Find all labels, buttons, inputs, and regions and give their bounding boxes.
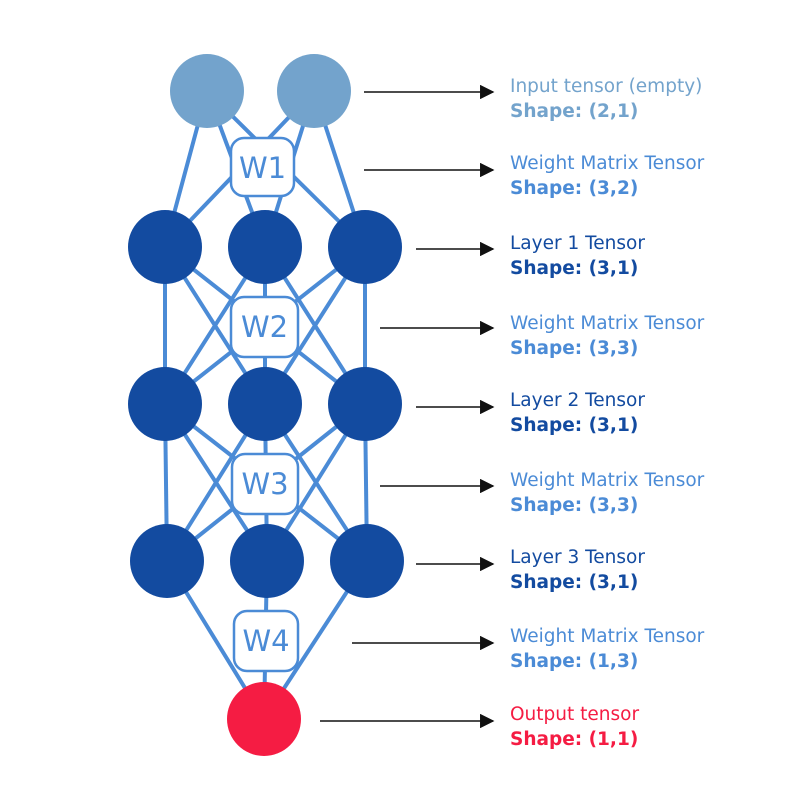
- layer1-node-1: [128, 210, 202, 284]
- layer1-node-3: [328, 210, 402, 284]
- weight-label-w1: W1: [239, 151, 286, 185]
- weight-matrix-boxes: W1 W2 W3 W4: [229, 136, 300, 673]
- neuron-nodes: [128, 54, 404, 756]
- label-w2-shape: Shape: (3,3): [510, 338, 638, 359]
- label-w3: Weight Matrix Tensor Shape: (3,3): [510, 470, 705, 516]
- label-w4-shape: Shape: (1,3): [510, 651, 638, 672]
- layer2-node-3: [328, 367, 402, 441]
- label-layer3-name: Layer 3 Tensor: [510, 547, 645, 568]
- label-input: Input tensor (empty) Shape: (2,1): [510, 76, 702, 122]
- weight-box-w4: W4: [232, 609, 300, 673]
- weight-box-w1: W1: [229, 136, 296, 198]
- label-w1-shape: Shape: (3,2): [510, 178, 638, 199]
- tensor-labels: Input tensor (empty) Shape: (2,1) Weight…: [510, 76, 705, 750]
- weight-box-w3: W3: [230, 452, 300, 516]
- layer1-node-2: [228, 210, 302, 284]
- layer3-node-1: [130, 524, 204, 598]
- layer3-node-3: [330, 524, 404, 598]
- weight-label-w2: W2: [241, 310, 288, 344]
- label-w4: Weight Matrix Tensor Shape: (1,3): [510, 626, 705, 672]
- label-output: Output tensor Shape: (1,1): [510, 704, 639, 750]
- label-w1-name: Weight Matrix Tensor: [510, 153, 705, 174]
- input-node-1: [170, 54, 244, 128]
- label-layer2-name: Layer 2 Tensor: [510, 390, 645, 411]
- label-layer1-shape: Shape: (3,1): [510, 258, 638, 279]
- output-node: [227, 682, 301, 756]
- weight-label-w4: W4: [242, 624, 289, 658]
- label-layer3: Layer 3 Tensor Shape: (3,1): [510, 547, 645, 593]
- label-layer1-name: Layer 1 Tensor: [510, 233, 645, 254]
- weight-label-w3: W3: [241, 467, 288, 501]
- label-layer3-shape: Shape: (3,1): [510, 572, 638, 593]
- layer3-node-2: [230, 524, 304, 598]
- label-w1: Weight Matrix Tensor Shape: (3,2): [510, 153, 705, 199]
- label-layer1: Layer 1 Tensor Shape: (3,1): [510, 233, 645, 279]
- label-output-shape: Shape: (1,1): [510, 729, 638, 750]
- layer2-node-1: [128, 367, 202, 441]
- label-w3-name: Weight Matrix Tensor: [510, 470, 705, 491]
- label-output-name: Output tensor: [510, 704, 639, 725]
- input-node-2: [277, 54, 351, 128]
- label-w2: Weight Matrix Tensor Shape: (3,3): [510, 313, 705, 359]
- label-layer2: Layer 2 Tensor Shape: (3,1): [510, 390, 645, 436]
- label-layer2-shape: Shape: (3,1): [510, 415, 638, 436]
- label-w3-shape: Shape: (3,3): [510, 495, 638, 516]
- label-w4-name: Weight Matrix Tensor: [510, 626, 705, 647]
- label-input-name: Input tensor (empty): [510, 76, 702, 97]
- weight-box-w2: W2: [229, 295, 300, 359]
- layer2-node-2: [228, 367, 302, 441]
- label-w2-name: Weight Matrix Tensor: [510, 313, 705, 334]
- label-input-shape: Shape: (2,1): [510, 101, 638, 122]
- pointer-arrows: [320, 84, 495, 729]
